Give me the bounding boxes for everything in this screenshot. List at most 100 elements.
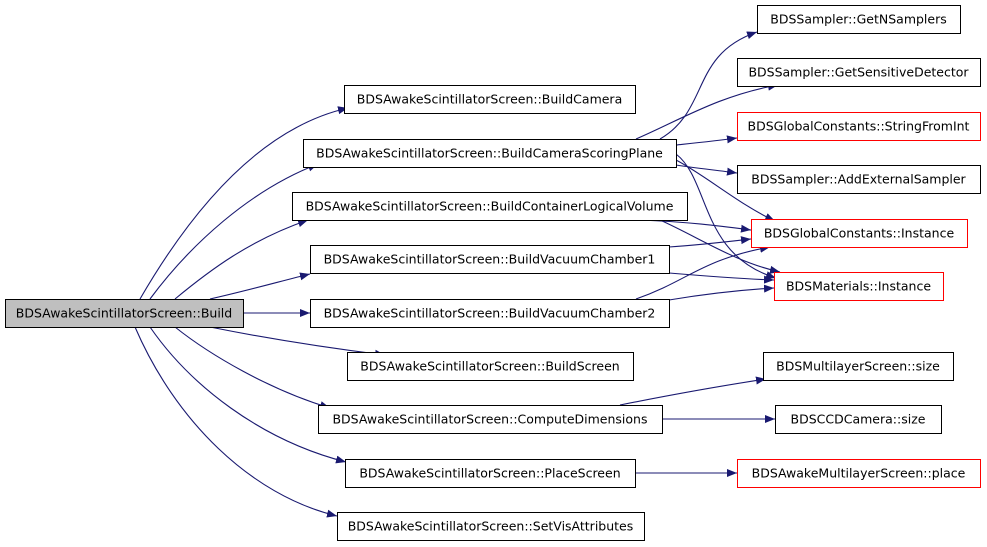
node-box[interactable]	[337, 512, 645, 541]
edge-line	[675, 135, 738, 146]
edge-line	[668, 236, 752, 248]
node-label: BDSAwakeScintillatorScreen::BuildVacuumC…	[324, 252, 656, 267]
node-label: BDSMultilayerScreen::size	[776, 359, 940, 374]
edge-root-to-placeScreen	[149, 326, 347, 464]
node-box[interactable]	[751, 219, 968, 248]
edge-root-to-buildScreen	[209, 326, 386, 358]
node-box[interactable]	[737, 165, 981, 194]
edge-line	[675, 164, 738, 176]
node-label: BDSSampler::GetNSamplers	[770, 12, 947, 27]
node-getNSamplers[interactable]: BDSSampler::GetNSamplers	[757, 5, 961, 34]
edge-computeDimensions-to-multilayerSize	[619, 376, 767, 406]
node-box[interactable]	[345, 459, 636, 488]
node-globalInstance[interactable]: BDSGlobalConstants::Instance	[751, 219, 968, 248]
edge-line	[209, 326, 386, 358]
node-label: BDSAwakeScintillatorScreen::PlaceScreen	[359, 466, 620, 481]
edge-buildCameraScoringPlane-to-getSensitiveDetector	[635, 82, 779, 140]
edge-buildVacuumChamber2-to-materialsInstance	[668, 284, 775, 301]
edge-line	[659, 219, 781, 274]
node-ccdSize[interactable]: BDSCCDCamera::size	[775, 405, 942, 434]
node-awakeMultilayerPlace[interactable]: BDSAwakeMultilayerScreen::place	[737, 459, 981, 488]
node-box[interactable]	[292, 192, 688, 221]
node-setVisAttributes[interactable]: BDSAwakeScintillatorScreen::SetVisAttrib…	[337, 512, 645, 541]
node-buildVacuumChamber2[interactable]: BDSAwakeScintillatorScreen::BuildVacuumC…	[310, 299, 670, 328]
node-label: BDSAwakeScintillatorScreen::BuildCamera	[357, 92, 622, 107]
node-label: BDSAwakeScintillatorScreen::ComputeDimen…	[332, 412, 647, 427]
edge-buildCameraScoringPlane-to-addExternalSampler	[675, 164, 738, 176]
edge-buildCameraScoringPlane-to-stringFromInt	[675, 135, 738, 146]
node-box[interactable]	[737, 112, 981, 141]
node-computeDimensions[interactable]: BDSAwakeScintillatorScreen::ComputeDimen…	[318, 405, 663, 434]
node-label: BDSMaterials::Instance	[786, 279, 931, 294]
node-label: BDSAwakeMultilayerScreen::place	[752, 466, 966, 481]
node-label: BDSSampler::AddExternalSampler	[751, 172, 966, 187]
node-multilayerSize[interactable]: BDSMultilayerScreen::size	[763, 352, 954, 381]
edge-line	[668, 272, 775, 284]
edge-line	[174, 326, 331, 409]
node-addExternalSampler[interactable]: BDSSampler::AddExternalSampler	[737, 165, 981, 194]
edge-buildContainerLogicalVolume-to-materialsInstance	[659, 219, 781, 274]
edge-line	[675, 159, 776, 222]
edges-layer	[134, 31, 781, 518]
node-buildVacuumChamber1[interactable]: BDSAwakeScintillatorScreen::BuildVacuumC…	[310, 245, 670, 274]
node-box[interactable]	[763, 352, 954, 381]
edge-root-to-setVisAttributes	[134, 326, 338, 518]
edge-buildCameraScoringPlane-to-materialsInstance	[675, 153, 777, 279]
edge-line	[174, 219, 309, 300]
node-label: BDSAwakeScintillatorScreen::BuildScreen	[360, 359, 619, 374]
edge-line	[209, 272, 311, 300]
edge-buildVacuumChamber2-to-globalInstance	[635, 244, 771, 300]
node-label: BDSCCDCamera::size	[791, 412, 926, 427]
node-box[interactable]	[303, 139, 677, 168]
node-label: BDSAwakeScintillatorScreen::Build	[16, 306, 232, 321]
edge-line	[668, 284, 775, 301]
edge-line	[139, 106, 349, 300]
edge-root-to-computeDimensions	[174, 326, 331, 409]
node-label: BDSGlobalConstants::Instance	[764, 226, 955, 241]
edge-line	[639, 219, 752, 233]
node-buildContainerLogicalVolume[interactable]: BDSAwakeScintillatorScreen::BuildContain…	[292, 192, 688, 221]
node-box[interactable]	[318, 405, 663, 434]
node-box[interactable]	[5, 299, 244, 328]
node-label: BDSAwakeScintillatorScreen::BuildVacuumC…	[324, 306, 656, 321]
node-stringFromInt[interactable]: BDSGlobalConstants::StringFromInt	[737, 112, 981, 141]
nodes-layer: BDSAwakeScintillatorScreen::BuildBDSAwak…	[5, 5, 981, 541]
edge-buildCameraScoringPlane-to-getNSamplers	[659, 31, 758, 140]
edge-buildContainerLogicalVolume-to-globalInstance	[639, 219, 752, 233]
edge-root-to-buildCamera	[139, 106, 349, 300]
edge-buildVacuumChamber1-to-globalInstance	[668, 236, 752, 248]
node-box[interactable]	[310, 245, 670, 274]
node-box[interactable]	[737, 58, 981, 87]
node-getSensitiveDetector[interactable]: BDSSampler::GetSensitiveDetector	[737, 58, 981, 87]
edge-line	[635, 82, 779, 140]
node-box[interactable]	[775, 405, 942, 434]
node-box[interactable]	[344, 85, 636, 114]
node-buildCameraScoringPlane[interactable]: BDSAwakeScintillatorScreen::BuildCameraS…	[303, 139, 677, 168]
edge-root-to-buildCameraScoringPlane	[149, 163, 319, 300]
node-buildCamera[interactable]: BDSAwakeScintillatorScreen::BuildCamera	[344, 85, 636, 114]
node-buildScreen[interactable]: BDSAwakeScintillatorScreen::BuildScreen	[347, 352, 634, 381]
edge-buildVacuumChamber1-to-materialsInstance	[668, 272, 775, 284]
edge-line	[134, 326, 338, 518]
edge-root-to-buildContainerLogicalVolume	[174, 219, 309, 300]
edge-line	[635, 244, 771, 300]
node-box[interactable]	[774, 272, 944, 301]
edge-line	[675, 153, 777, 279]
node-box[interactable]	[347, 352, 634, 381]
node-placeScreen[interactable]: BDSAwakeScintillatorScreen::PlaceScreen	[345, 459, 636, 488]
edge-line	[149, 163, 319, 300]
node-box[interactable]	[757, 5, 961, 34]
node-box[interactable]	[737, 459, 981, 488]
node-root[interactable]: BDSAwakeScintillatorScreen::Build	[5, 299, 244, 328]
edge-root-to-buildVacuumChamber1	[209, 272, 311, 300]
edge-line	[619, 376, 767, 406]
edge-line	[659, 31, 758, 140]
node-label: BDSAwakeScintillatorScreen::SetVisAttrib…	[348, 519, 634, 534]
node-label: BDSAwakeScintillatorScreen::BuildCameraS…	[316, 146, 663, 161]
node-label: BDSSampler::GetSensitiveDetector	[748, 65, 969, 80]
edge-buildCameraScoringPlane-to-globalInstance	[675, 159, 776, 222]
edge-line	[149, 326, 347, 464]
node-materialsInstance[interactable]: BDSMaterials::Instance	[774, 272, 944, 301]
node-box[interactable]	[310, 299, 670, 328]
